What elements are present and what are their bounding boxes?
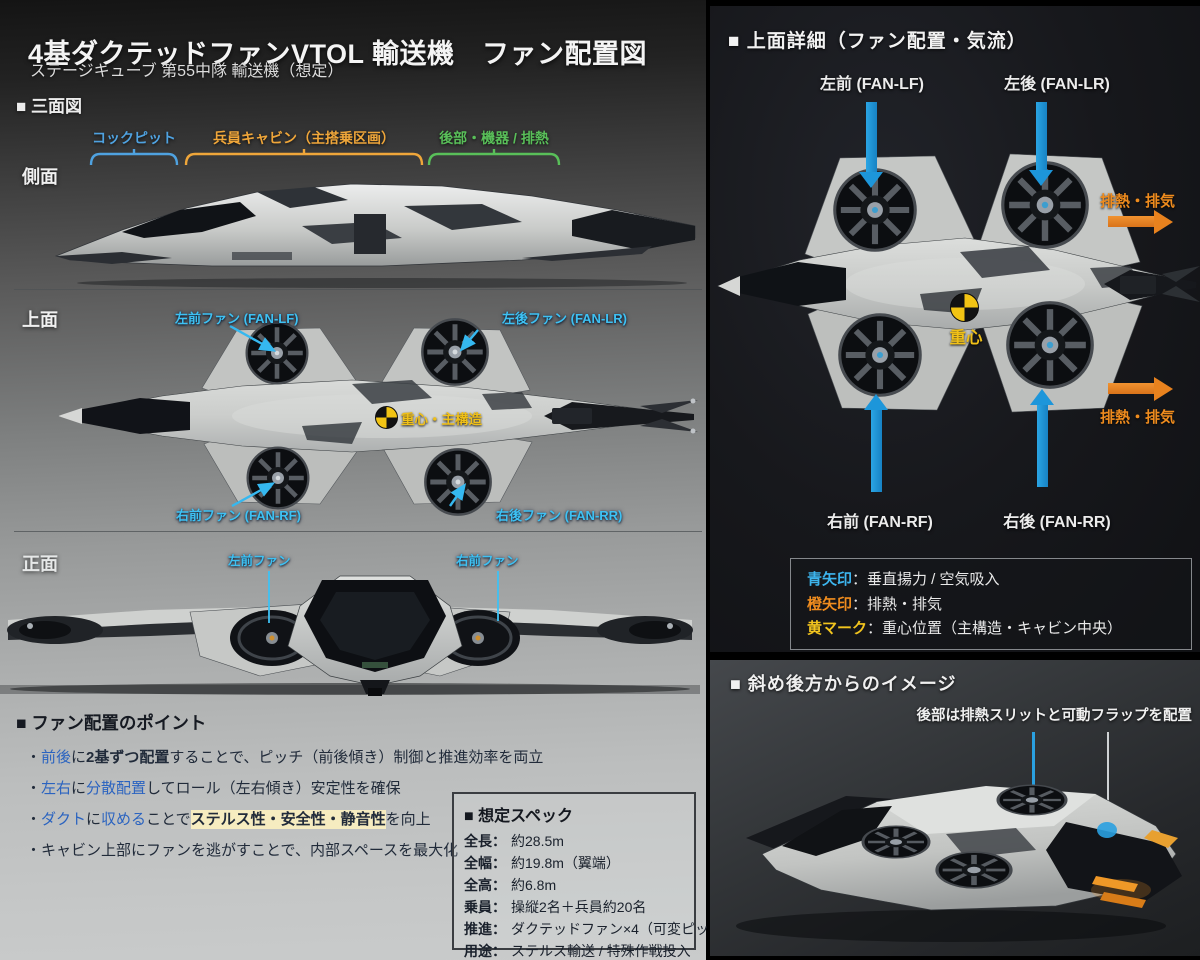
zone-label-cockpit: コックピット [92,130,176,146]
side-view-render [54,183,696,288]
spec-row-width: 全幅：約19.8m（翼端） [464,855,620,871]
front-view-render [0,575,700,696]
exhaust-label-bottom: 排熱・排気 [1100,409,1176,426]
points-list: ・前後に2基ずつ配置することで、ピッチ（前後傾き）制御と推進効率を両立 ・左右に… [26,742,543,866]
exhaust-arrow-bottom-icon [1108,376,1173,401]
spec-row-height: 全高：約6.8m [464,877,557,893]
top-view-leader-arrows-icon [229,324,479,508]
divider-side-top [14,289,702,290]
top-detail-heading: ■ 上面詳細（ファン配置・気流） [728,31,1027,52]
front-fan-lf-label: 左前ファン [228,554,291,568]
top-detail-panel: ■ 上面詳細（ファン配置・気流） 左前 (FAN-LF) 左後 (FAN-LR)… [710,6,1200,652]
spec-row-propulsion: 推進：ダクテッドファン×4（可変ピッチ） [464,921,737,937]
side-view-label: 側面 [22,167,58,187]
rear-fan-leader-icon [1032,732,1035,788]
points-heading: ■ ファン配置のポイント [16,713,207,733]
rear-quarter-panel: ■ 斜め後方からのイメージ 後部は排熱スリットと可動フラップを配置 [710,660,1200,956]
exhaust-arrow-top-icon [1108,209,1173,234]
front-fan-rf-label: 右前ファン [456,554,519,568]
legend-row-blue: 青矢印：垂直揚力 / 空気吸入 [807,571,1000,588]
three-view-panel: 4基ダクテッドファンVTOL 輸送機 ファン配置図 ステージキューブ 第55中隊… [0,0,737,960]
spec-heading: ■ 想定スペック [464,808,573,825]
top-view-label: 上面 [22,310,58,330]
cabin-bracket-icon [184,149,424,166]
spec-row-role: 用途：ステルス輸送 / 特殊作戦投入 [464,943,691,959]
detail-fan-rf-label: 右前 (FAN-RF) [827,514,933,531]
page-title: 4基ダクテッドファンVTOL 輸送機 ファン配置図 [28,39,648,70]
fan-lf-label: 左前ファン (FAN-LF) [175,311,299,326]
detail-cg-label: 重心 [949,329,983,347]
legend-box: 青矢印：垂直揚力 / 空気吸入 橙矢印：排熱・排気 黄マーク：重心位置（主構造・… [790,558,1192,650]
detail-fan-lf-label: 左前 (FAN-LF) [820,76,924,93]
fan-lr-label: 左後ファン (FAN-LR) [502,311,627,326]
rear-flap-leader-icon [1107,732,1109,826]
detail-fan-rr-label: 右後 (FAN-RR) [1003,514,1111,531]
top-detail-render [716,153,1200,413]
spec-row-length: 全長：約28.5m [464,833,564,849]
point-bullet-1: ・前後に2基ずつ配置することで、ピッチ（前後傾き）制御と推進効率を両立 [26,749,544,766]
spec-box: ■ 想定スペック 全長：約28.5m 全幅：約19.8m（翼端） 全高：約6.8… [452,792,737,959]
point-bullet-4: ・キャビン上部にファンを逃がすことで、内部スペースを最大化 [26,842,459,859]
exhaust-label-top: 排熱・排気 [1100,193,1176,210]
point-bullet-2: ・左右に分散配置してロール（左右傾き）安定性を確保 [26,780,401,797]
zone-label-cabin: 兵員キャビン（主搭乗区画） [213,130,395,146]
detail-cg-mark-icon [950,293,979,322]
lift-arrow-rf-icon [864,394,888,492]
lift-arrow-lr-icon [1029,102,1053,186]
fan-rf-label: 右前ファン (FAN-RF) [176,508,301,523]
rear-flap-annotation: 後部は排熱スリットと可動フラップを配置 [916,708,1193,724]
front-rf-leader-icon [497,571,499,621]
cg-structure-label: 重心・主構造 [401,412,482,427]
zone-label-rear: 後部・機器 / 排熱 [439,130,549,146]
rear-quarter-render [736,738,1182,942]
lift-arrow-lf-icon [859,102,883,188]
front-lf-leader-icon [268,571,270,623]
point-bullet-3: ・ダクトに収めることでステルス性・安全性・静音性を向上 [26,810,431,829]
cg-mark-icon [375,406,398,429]
rear-bracket-icon [427,149,561,166]
cockpit-bracket-icon [89,149,179,166]
spec-row-crew: 乗員：操縦2名＋兵員約20名 [464,899,647,915]
three-view-heading: ■ 三面図 [16,97,82,116]
rear-quarter-heading: ■ 斜め後方からのイメージ [730,674,957,694]
legend-row-orange: 橙矢印：排熱・排気 [807,595,943,613]
fan-rr-label: 右後ファン (FAN-RR) [496,508,623,523]
detail-fan-lr-label: 左後 (FAN-LR) [1004,76,1110,93]
page-subtitle: ステージキューブ 第55中隊 輸送機（想定） [30,63,344,80]
lift-arrow-rr-icon [1030,389,1054,487]
front-view-label: 正面 [22,554,58,574]
divider-top-front [14,531,702,532]
legend-row-yellow: 黄マーク：重心位置（主構造・キャビン中央） [807,620,1123,637]
